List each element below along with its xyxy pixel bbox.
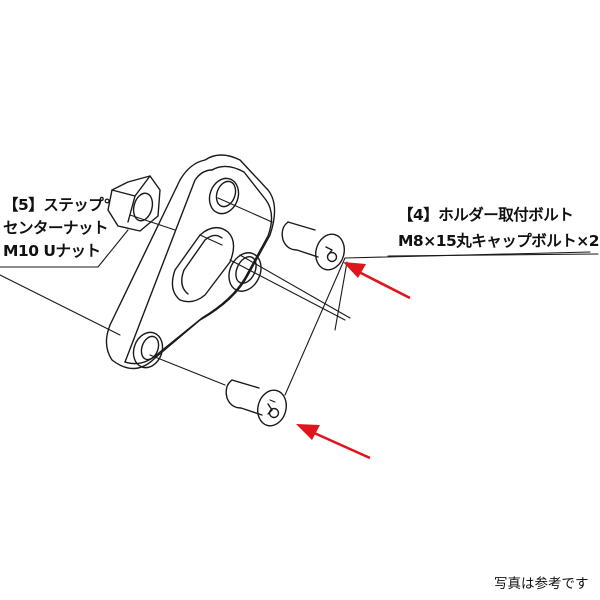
part-5-title: 【5】ステップ° bbox=[3, 196, 111, 214]
part-label-5: 【5】ステップ° センターナット M10 Uナット bbox=[3, 196, 111, 267]
part-4-title: 【4】ホルダー取付ボルト bbox=[398, 206, 574, 224]
leader-line-4 bbox=[387, 253, 599, 257]
part-5-name: センターナット bbox=[3, 219, 109, 237]
part-4-spec: M8×15丸キャップボルト×2 bbox=[398, 232, 600, 250]
holder-plate-icon bbox=[105, 154, 276, 370]
arrow-upper-bolt-icon bbox=[343, 262, 411, 300]
arrow-lower-bolt-icon bbox=[296, 424, 371, 460]
lower-bolt-icon bbox=[225, 379, 288, 427]
reference-note: 写真は参考です bbox=[494, 576, 589, 592]
indicator-arrows bbox=[296, 262, 411, 460]
hex-nut-icon bbox=[107, 175, 161, 232]
leader-line-5 bbox=[0, 229, 129, 268]
upper-bolt-icon bbox=[281, 221, 346, 271]
part-label-4: 【4】ホルダー取付ボルト M8×15丸キャップボルト×2 bbox=[398, 206, 600, 260]
part-5-spec: M10 Uナット bbox=[3, 242, 101, 260]
